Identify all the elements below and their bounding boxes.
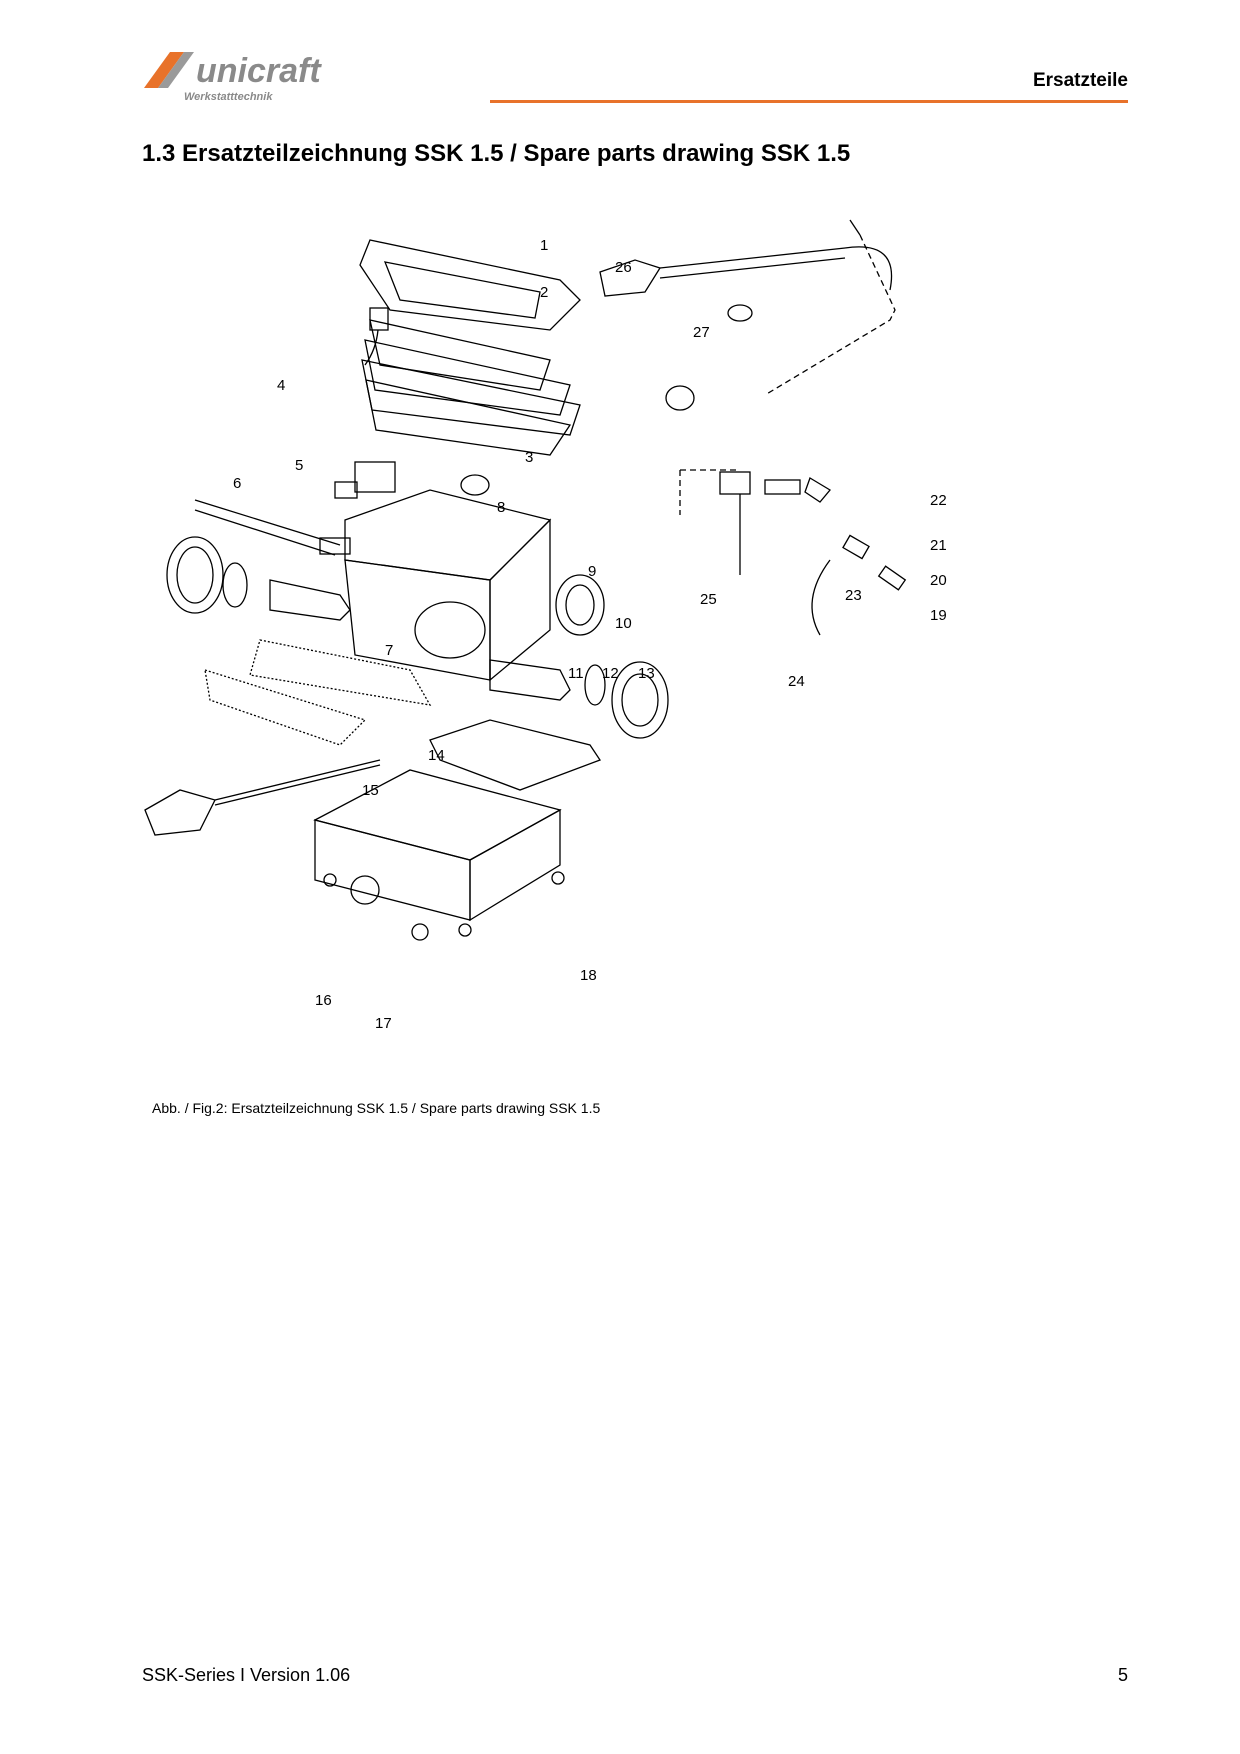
ring-8 <box>460 474 490 496</box>
brand-subline: Werkstatttechnik <box>184 91 273 103</box>
callout: 11 <box>568 665 584 682</box>
cabinet-body <box>344 489 552 682</box>
callout: 9 <box>588 563 596 580</box>
callout: 14 <box>428 747 445 764</box>
window-glass-set <box>361 319 581 456</box>
footer-version: SSK-Series I Version 1.06 <box>142 1665 351 1685</box>
callout: 27 <box>693 324 710 341</box>
callout: 5 <box>295 457 303 474</box>
unicraft-logo-icon: unicraft Werkstatttechnik <box>144 52 322 103</box>
callout: 25 <box>700 591 717 608</box>
lamp <box>364 307 389 366</box>
figure-caption: Abb. / Fig.2: Ersatzteilzeichnung SSK 1.… <box>152 1100 601 1116</box>
callout: 26 <box>615 259 632 276</box>
base-gasket <box>429 719 601 791</box>
switch <box>334 461 396 499</box>
header-divider <box>490 100 1128 103</box>
right-glove-port <box>555 574 605 636</box>
page-number: 5 <box>1117 1665 1128 1685</box>
callout: 2 <box>540 284 548 301</box>
callout: 23 <box>845 587 862 604</box>
callout: 10 <box>615 615 632 632</box>
blast-gun-assembly <box>679 469 907 636</box>
page-title: 1.3 Ersatzteilzeichnung SSK 1.5 / Spare … <box>142 140 851 167</box>
callout: 22 <box>930 492 947 509</box>
upper-foot-pedal <box>599 219 896 411</box>
right-glove-assembly <box>489 659 669 739</box>
callout: 4 <box>277 377 285 394</box>
light-strip <box>194 499 351 556</box>
callout: 24 <box>788 673 805 690</box>
left-glove-port <box>166 536 351 621</box>
callout: 16 <box>315 992 332 1009</box>
brand-wordmark: unicraft <box>196 52 322 90</box>
lid-frame <box>359 239 581 331</box>
callout: 15 <box>362 782 379 799</box>
callout: 19 <box>930 607 947 624</box>
callout: 7 <box>385 642 393 659</box>
brand-logo: unicraft Werkstatttechnik <box>140 48 380 108</box>
section-label: Ersatzteile <box>1032 70 1128 91</box>
callout: 20 <box>930 572 947 589</box>
callout: 3 <box>525 449 533 466</box>
spare-parts-drawing: 1 2 3 4 5 6 7 8 9 10 11 12 13 14 15 16 1… <box>140 200 1100 1080</box>
callout: 8 <box>497 499 505 516</box>
grates <box>204 639 432 746</box>
callout: 12 <box>602 665 619 682</box>
callout: 21 <box>930 537 947 554</box>
callout: 17 <box>375 1015 392 1032</box>
lower-foot-pedal <box>144 759 381 836</box>
callout: 1 <box>540 237 548 254</box>
base-tray <box>313 769 565 941</box>
callout: 6 <box>233 475 241 492</box>
callout: 18 <box>580 967 597 984</box>
callout: 13 <box>638 665 655 682</box>
callouts: 1 2 3 4 5 6 7 8 9 10 11 12 13 14 15 16 1… <box>233 237 947 1032</box>
